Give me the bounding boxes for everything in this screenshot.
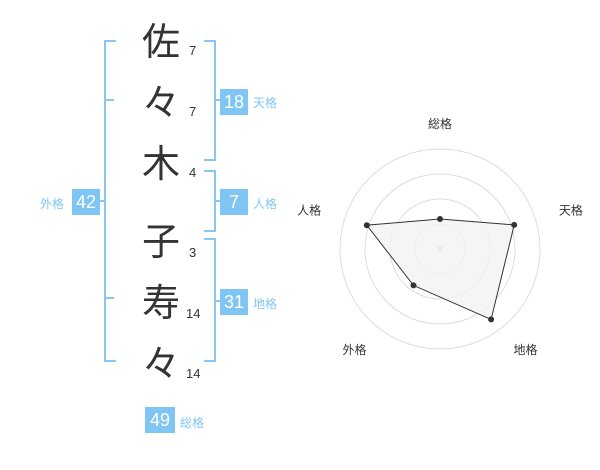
gaikaku-bracket-tick xyxy=(106,99,114,101)
stroke-count-4: 3 xyxy=(189,245,197,260)
gaikaku-bracket xyxy=(104,40,116,362)
radar-axis-label-4: 外格 xyxy=(342,342,366,357)
stroke-count-5: 14 xyxy=(186,306,201,321)
stroke-count-2: 7 xyxy=(189,104,197,119)
chikaku-label: 地格 xyxy=(253,297,278,311)
chikaku-bracket-connector xyxy=(214,300,220,302)
radar-series-polygon xyxy=(365,218,515,321)
radar-axis-label-3: 地格 xyxy=(514,342,538,357)
jinkaku-label: 人格 xyxy=(253,197,278,211)
radar-point-5 xyxy=(363,222,370,229)
radar-point-3 xyxy=(488,316,495,323)
name-char-5: 寿 xyxy=(141,281,180,325)
soukaku-label: 総格 xyxy=(180,416,205,430)
radar-point-2 xyxy=(511,221,518,228)
radar-point-4 xyxy=(410,282,417,289)
soukaku-value-badge: 49 xyxy=(145,407,175,433)
stroke-count-1: 7 xyxy=(189,43,197,58)
name-char-1: 佐 xyxy=(141,20,180,64)
jinkaku-bracket-connector xyxy=(214,200,220,202)
radar-axis-label-1: 総格 xyxy=(428,116,452,131)
jinkaku-value-badge: 7 xyxy=(220,189,248,215)
gaikaku-bracket-tick xyxy=(106,297,114,299)
gaikaku-value-badge: 42 xyxy=(72,189,100,215)
radar-ring xyxy=(364,173,516,325)
gaikaku-bracket-connector xyxy=(96,200,104,202)
radar-axis-label-5: 人格 xyxy=(297,202,321,217)
chikaku-value-badge: 31 xyxy=(220,289,248,315)
gaikaku-label: 外格 xyxy=(40,197,65,211)
name-char-6: 々 xyxy=(141,342,180,386)
name-char-2: 々 xyxy=(141,81,180,125)
name-char-4: 子 xyxy=(141,220,180,264)
stroke-count-3: 4 xyxy=(189,165,197,180)
tenkaku-value-badge: 18 xyxy=(220,89,248,115)
stroke-count-6: 14 xyxy=(186,366,201,381)
name-char-3: 木 xyxy=(141,142,180,186)
tenkaku-label: 天格 xyxy=(253,96,278,110)
tenkaku-bracket-connector xyxy=(214,99,220,101)
radar-ring xyxy=(339,148,541,350)
radar-point-1 xyxy=(437,216,443,222)
radar-axis-label-2: 天格 xyxy=(559,202,583,217)
